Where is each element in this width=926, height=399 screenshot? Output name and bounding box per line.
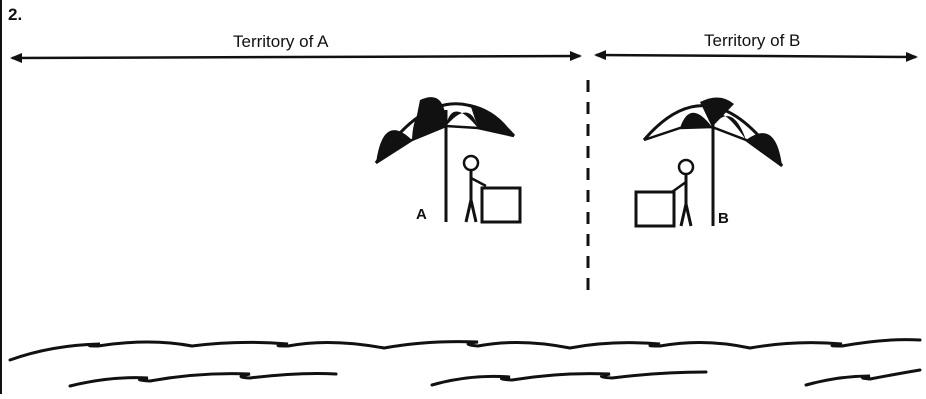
waves-row-2: [70, 370, 920, 386]
vendor-a-label: A: [416, 206, 427, 223]
figure-number: 2.: [8, 5, 22, 25]
vendor-a-cart-icon: [482, 188, 520, 222]
vendor-b-cart-icon: [636, 192, 674, 226]
territory-a-label: Territory of A: [233, 32, 328, 52]
territory-b-label: Territory of B: [704, 31, 800, 51]
umbrella-b-icon: [644, 97, 782, 226]
territory-a-arrow: [12, 56, 580, 58]
vendor-b-label: B: [718, 210, 729, 227]
waves-row-1: [10, 340, 920, 360]
territory-b-arrow: [596, 55, 916, 57]
umbrella-a-icon: [376, 97, 514, 222]
